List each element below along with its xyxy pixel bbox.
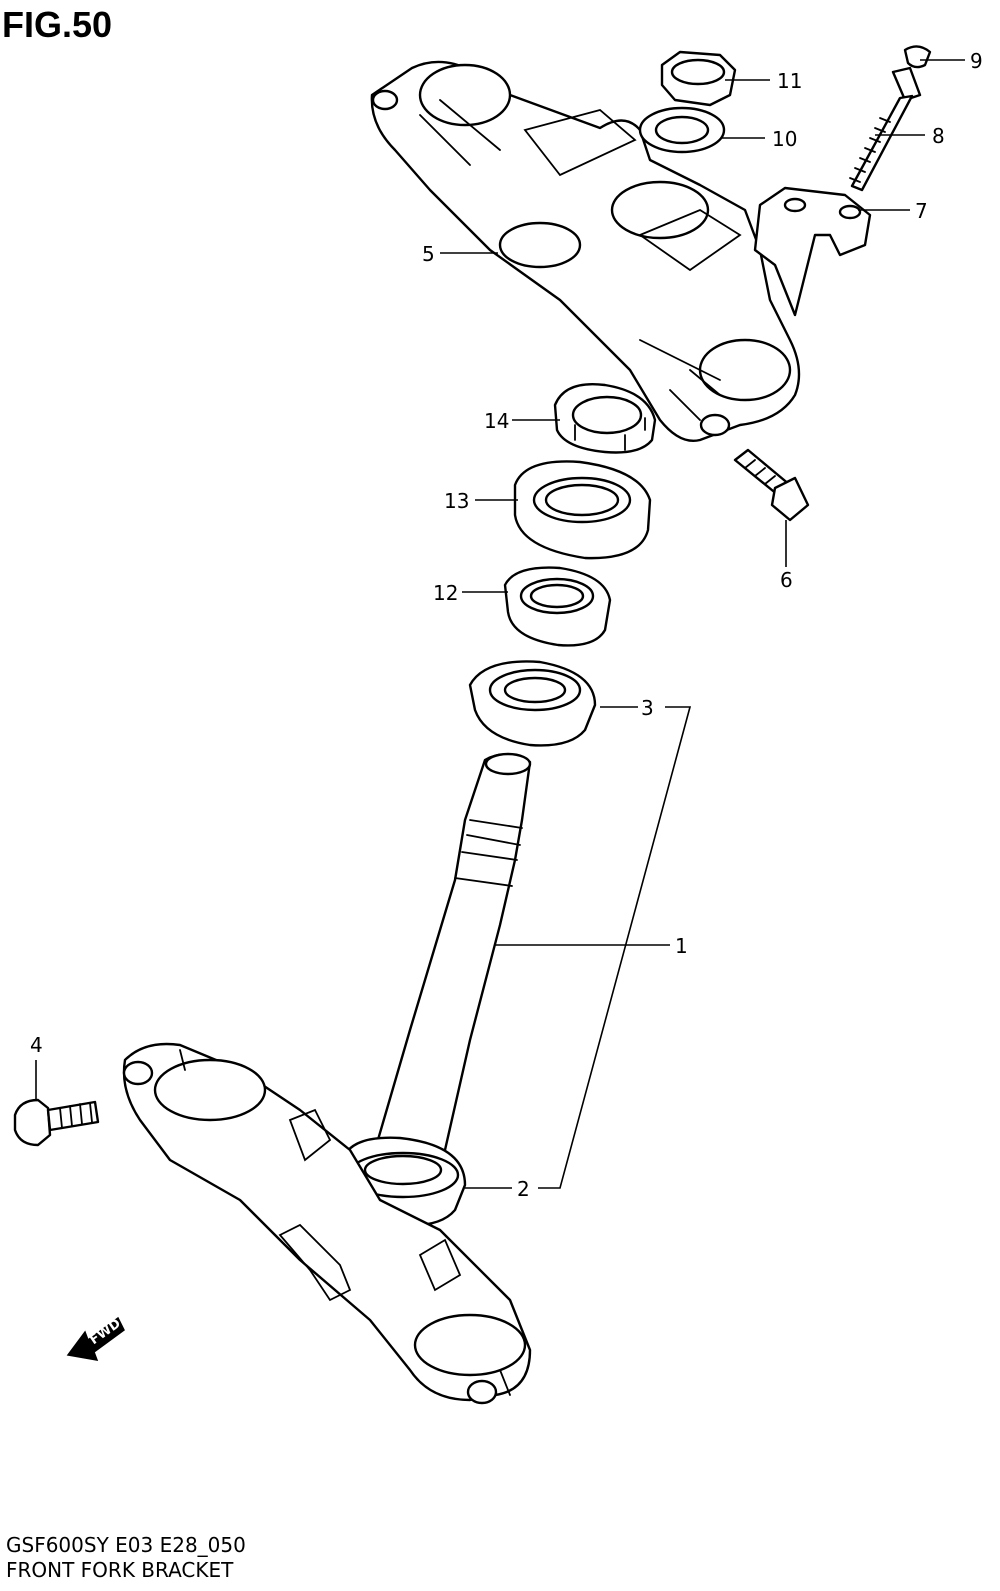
bearing-race[interactable] xyxy=(468,660,597,747)
steering-stem[interactable] xyxy=(373,752,532,1152)
figure-title: FIG.50 xyxy=(2,4,113,45)
steering-lock-nut[interactable] xyxy=(553,383,657,454)
dust-seal[interactable] xyxy=(513,460,652,560)
callout-9: 9 xyxy=(970,49,983,73)
callout-5: 5 xyxy=(422,242,435,266)
upper-bearing[interactable] xyxy=(503,566,612,647)
callout-8: 8 xyxy=(932,124,945,148)
callout-6: 6 xyxy=(780,568,793,592)
callout-13: 13 xyxy=(444,489,469,513)
callout-11: 11 xyxy=(777,69,802,93)
pinch-bolt-upper[interactable] xyxy=(733,448,810,522)
leader-lines xyxy=(35,59,965,1189)
bolt-cap[interactable] xyxy=(903,45,932,69)
figure-caption: FRONT FORK BRACKET xyxy=(6,1558,234,1582)
callout-10: 10 xyxy=(772,127,797,151)
upper-fork-bracket[interactable] xyxy=(370,60,801,442)
handlebar-clamp[interactable] xyxy=(753,186,872,317)
washer[interactable] xyxy=(638,106,726,154)
steering-stem-nut[interactable] xyxy=(660,50,737,107)
callout-12: 12 xyxy=(433,581,458,605)
callout-4: 4 xyxy=(30,1033,43,1057)
callout-1: 1 xyxy=(675,934,688,958)
callout-3: 3 xyxy=(641,696,654,720)
lower-fork-bracket[interactable] xyxy=(122,1042,532,1405)
callout-14: 14 xyxy=(484,409,509,433)
callout-2: 2 xyxy=(517,1177,530,1201)
callout-7: 7 xyxy=(915,199,928,223)
model-code: GSF600SY E03 E28_050 xyxy=(6,1533,246,1557)
fwd-arrow-icon: FWD xyxy=(66,1316,125,1361)
long-bolt[interactable] xyxy=(849,66,922,192)
pinch-bolt-lower[interactable] xyxy=(13,1098,100,1147)
